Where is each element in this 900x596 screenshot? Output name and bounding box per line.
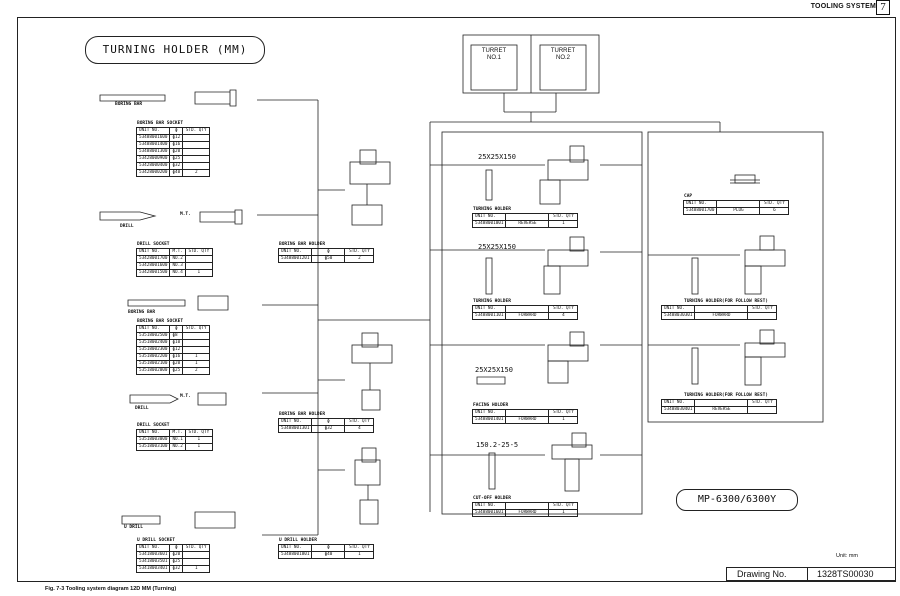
figure-caption: Fig. 7-3 Tooling system diagram 12D MM (… [45, 586, 177, 592]
drawing-number: 1328TS00030 [817, 569, 874, 579]
table-title: BORING BAR HOLDER [279, 242, 326, 247]
boring-bar-label-2: BORING BAR [128, 310, 156, 315]
boring-bar-holder-sketch [349, 161, 391, 185]
drill-label-2: DRILL [135, 406, 149, 411]
drawing-label: Drawing No. [737, 569, 787, 579]
diagram-frame [17, 17, 896, 582]
mt-label: M.T. [180, 212, 191, 217]
table-title: U DRILL SOCKET [137, 538, 175, 543]
chapter-number: 7 [876, 0, 890, 15]
size-label: 25X25X150 [478, 153, 516, 161]
diagram-title: TURNING HOLDER (MM) [85, 36, 265, 64]
drill-sketch [99, 211, 157, 221]
table-title: FACING HOLDER [473, 403, 509, 408]
u-drill-label: U DRILL [124, 525, 143, 530]
mt-label-2: M.T. [180, 394, 191, 399]
drawing-number-box: Drawing No. 1328TS00030 [726, 567, 896, 581]
table-title: CUT-OFF HOLDER [473, 496, 511, 501]
turret-1-label: TURRET NO.1 [481, 48, 507, 61]
section-header: TOOLING SYSTEM [810, 3, 876, 10]
table-title: TURNING HOLDER [473, 207, 511, 212]
table-title: BORING BAR SOCKET [137, 319, 184, 324]
unit-note: Unit: mm [836, 553, 858, 559]
boring-bar-label: BORING BAR [115, 102, 143, 107]
table-title: TURNING HOLDER [473, 299, 511, 304]
table-title: TURNING HOLDER(FOR FOLLOW REST) [684, 299, 768, 304]
drill-label: DRILL [120, 224, 134, 229]
size-label: 25X25X150 [475, 366, 513, 374]
turret-2-label: TURRET NO.2 [550, 48, 576, 61]
size-label: 150.2-25-5 [476, 441, 519, 449]
table-title: BORING BAR SOCKET [137, 121, 184, 126]
table-title: U DRILL HOLDER [279, 538, 317, 543]
model-label: MP-6300/6300Y [676, 489, 798, 511]
table-title: BORING BAR HOLDER [279, 412, 326, 417]
table-title: DRILL SOCKET [137, 423, 170, 428]
table-title: CAP [684, 194, 693, 199]
size-label: 25X25X150 [478, 243, 516, 251]
boring-bar-sketch [99, 94, 166, 102]
table-title: TURNING HOLDER(FOR FOLLOW REST) [684, 393, 768, 398]
table-title: DRILL SOCKET [137, 242, 170, 247]
